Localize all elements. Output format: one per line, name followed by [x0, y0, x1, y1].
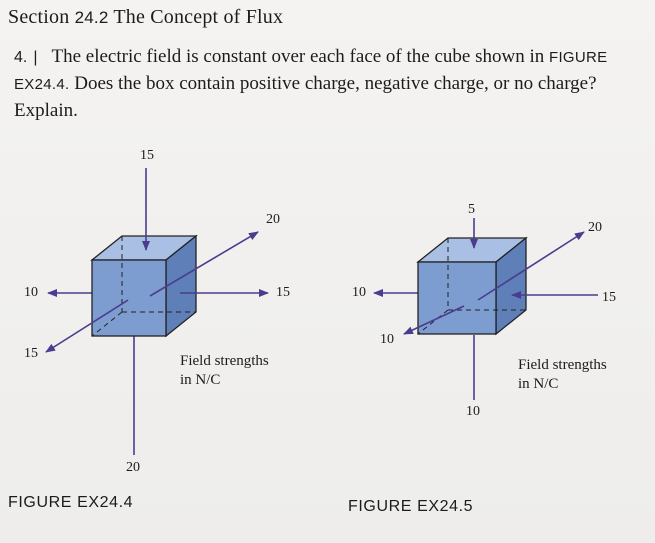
- fig5-note-line2: in N/C: [518, 376, 559, 392]
- difficulty-mark: |: [33, 49, 38, 66]
- cube-front-face: [91, 259, 167, 337]
- fig5-label-front: 10: [380, 332, 394, 347]
- fig4-label-right: 15: [276, 285, 290, 300]
- fig4-label-bottom: 20: [126, 460, 140, 475]
- fig4-label-left: 10: [24, 285, 38, 300]
- fig5-units-note: Field strengths in N/C: [518, 356, 607, 394]
- problem-statement: 4. | The electric field is constant over e…: [14, 44, 644, 124]
- fig4-label-back: 20: [266, 212, 280, 227]
- cube2-front-face: [417, 261, 497, 335]
- fig5-label-left: 10: [352, 285, 366, 300]
- fig4-units-note: Field strengths in N/C: [180, 352, 269, 390]
- section-title: The Concept of Flux: [113, 6, 284, 28]
- fig4-label-front: 15: [24, 346, 38, 361]
- figure-ex24-4-caption: FIGURE EX24.4: [8, 494, 134, 511]
- fig4-label-top: 15: [140, 148, 154, 163]
- figure-ex24-4-graphic: [45, 168, 269, 455]
- fig5-label-bottom: 10: [466, 404, 480, 419]
- fig4-note-line2: in N/C: [180, 372, 221, 388]
- front-field-arrow: [45, 299, 129, 353]
- problem-number: 4.: [14, 49, 28, 66]
- section-header: Section 24.2 The Concept of Flux: [8, 6, 283, 29]
- front-field-arrow-2: [403, 305, 465, 335]
- problem-text-part2: Does the box contain positive charge, ne…: [14, 73, 597, 121]
- fig4-note-line1: Field strengths: [180, 353, 269, 369]
- fig5-note-line1: Field strengths: [518, 357, 607, 373]
- figure-reference: FIGURE EX24.4.: [14, 49, 608, 93]
- fig5-label-top: 5: [468, 202, 475, 217]
- section-number: 24.2: [74, 8, 109, 27]
- back-field-arrow: [149, 231, 259, 297]
- figure-ex24-5-caption: FIGURE EX24.5: [348, 498, 474, 515]
- fig5-label-right: 15: [602, 290, 616, 305]
- problem-text-part1: The electric field is constant over each…: [51, 46, 545, 67]
- section-prefix: Section: [8, 6, 70, 28]
- fig5-label-back: 20: [588, 220, 602, 235]
- figure-ex24-5-graphic: [373, 218, 598, 400]
- back-field-arrow-2: [477, 231, 585, 301]
